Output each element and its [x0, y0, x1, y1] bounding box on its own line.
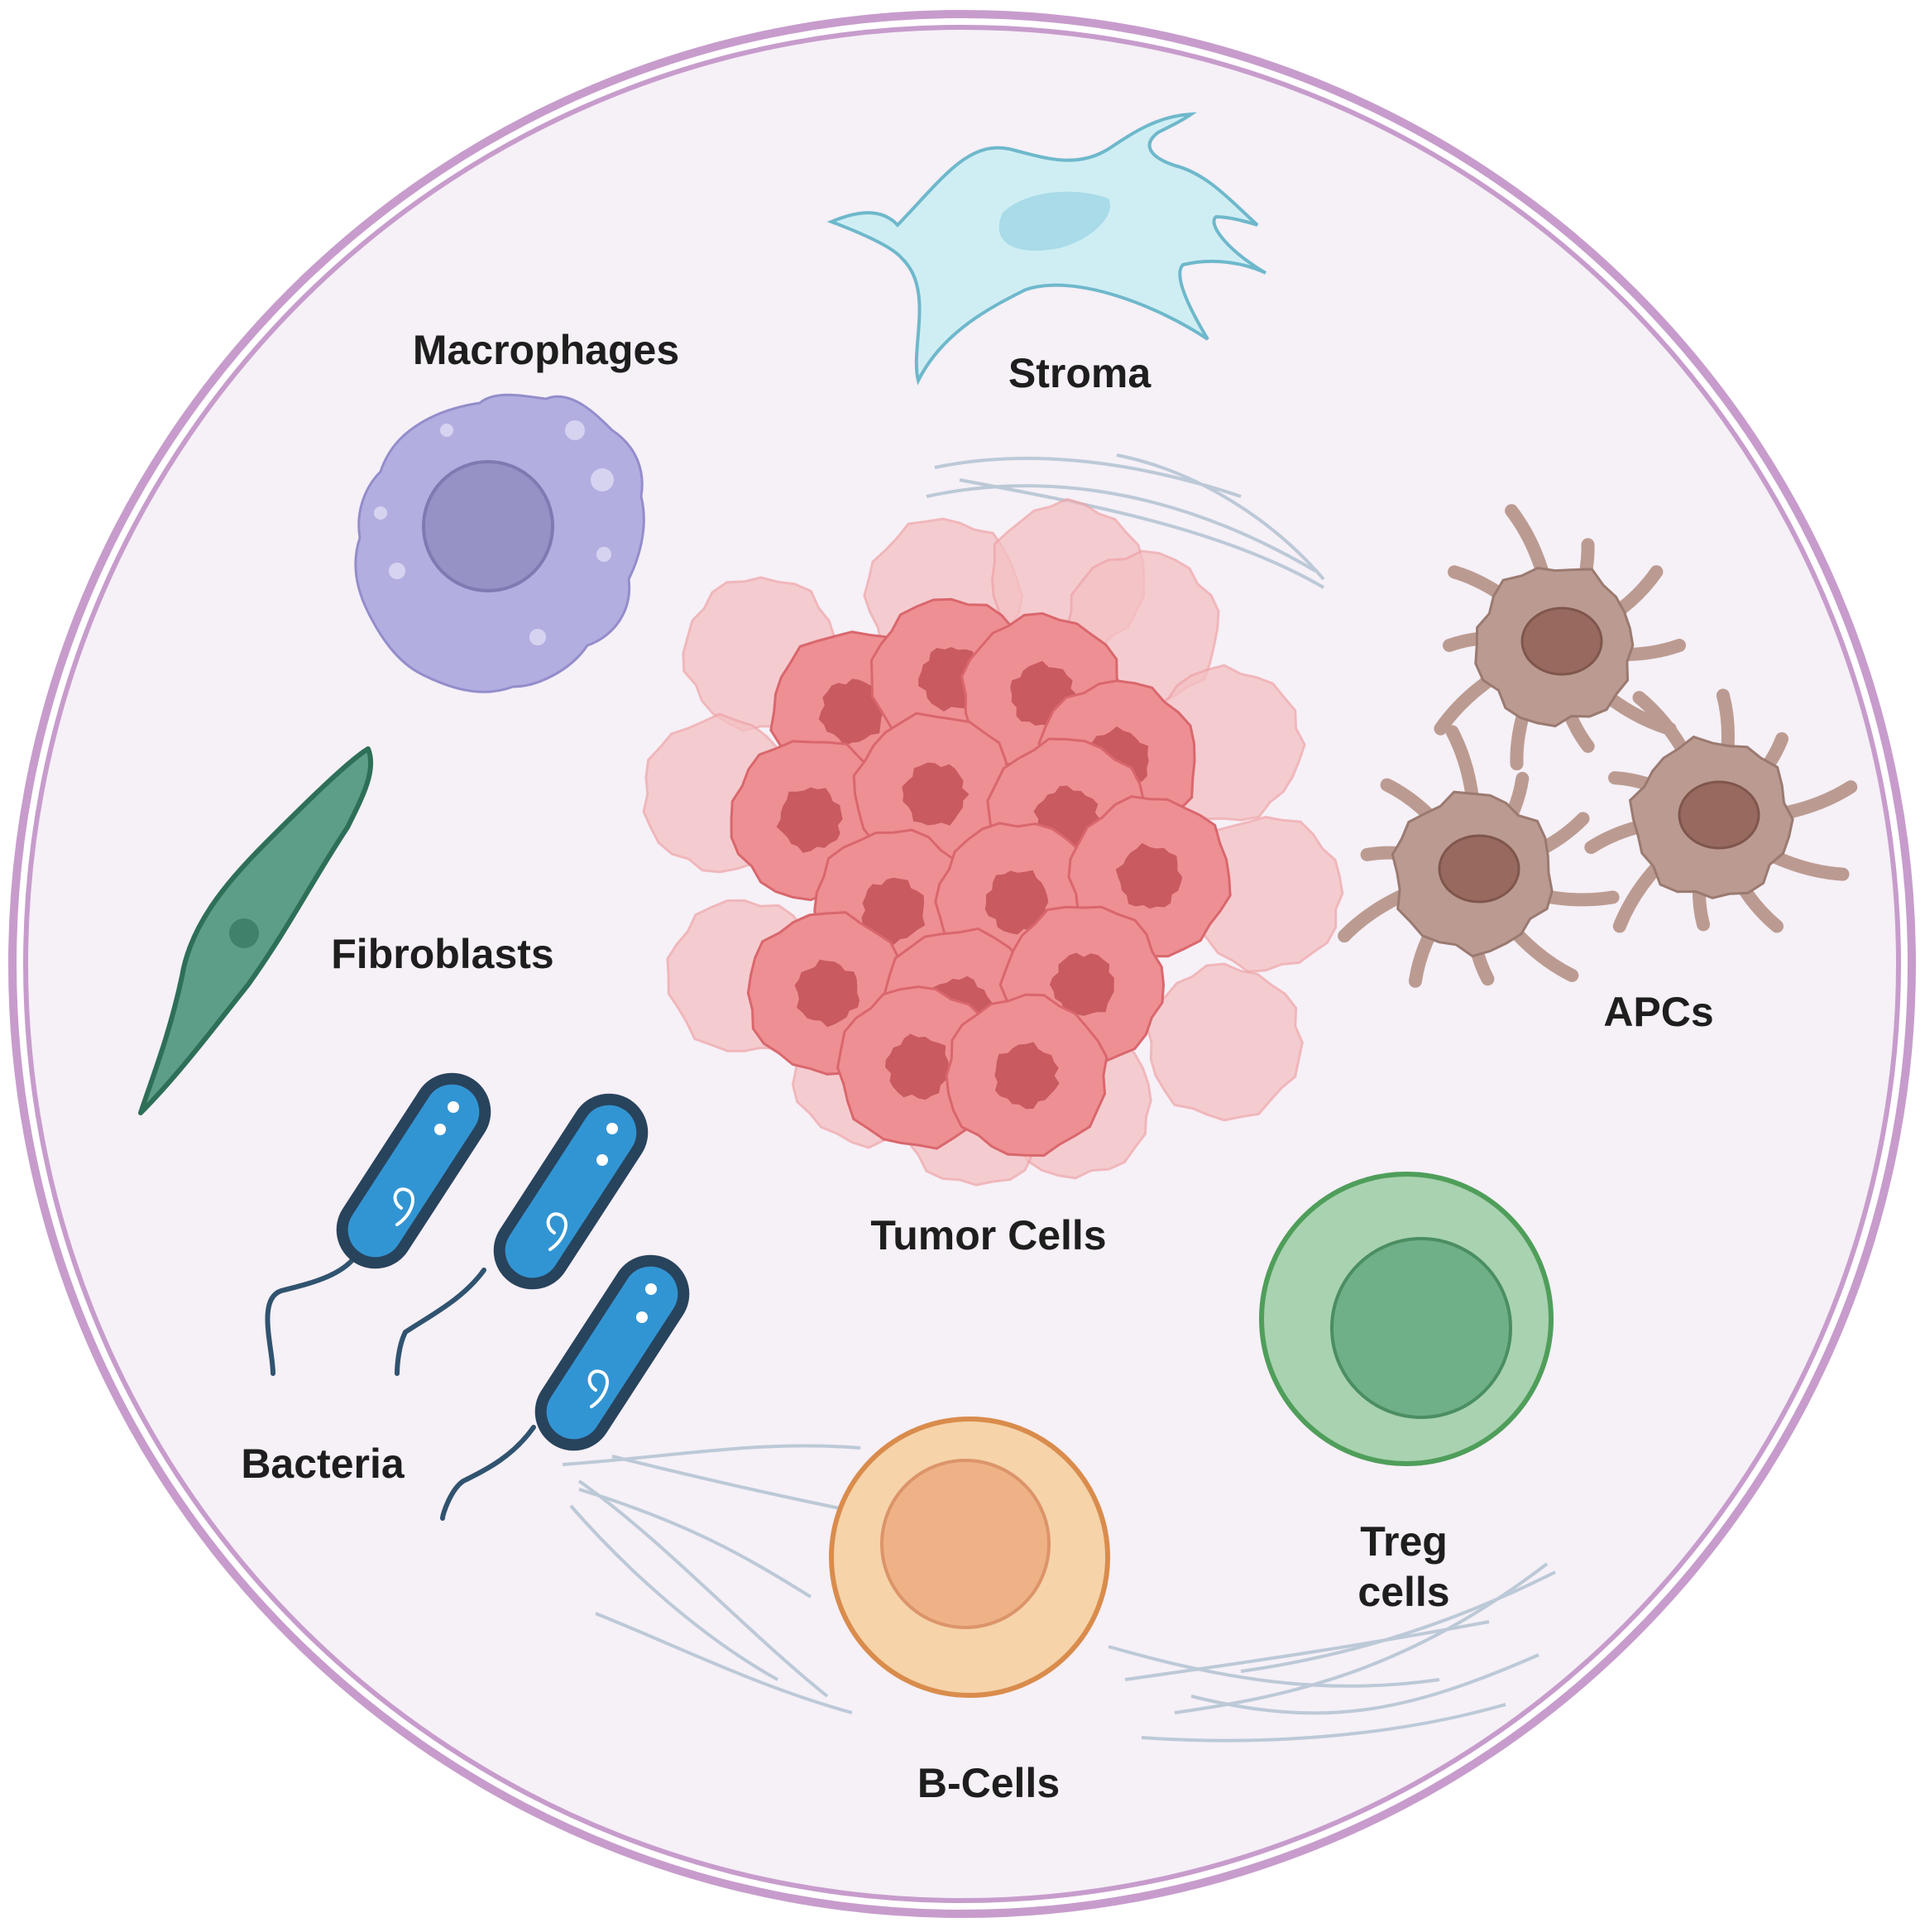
tumor-cell-cluster	[642, 497, 1344, 1187]
label-treg-line-2: cells	[1358, 1569, 1450, 1615]
treg-cell	[1259, 1172, 1554, 1466]
apc-cell	[1434, 504, 1686, 771]
fibroblast-cell	[138, 746, 374, 1115]
label-treg-line-1: Treg	[1360, 1518, 1448, 1565]
macrophage-cell	[354, 393, 645, 693]
apc-cells	[1338, 504, 1858, 988]
label-stroma: Stroma	[1008, 350, 1152, 396]
label-bacteria: Bacteria	[241, 1441, 405, 1487]
bacterium-1	[265, 1072, 491, 1376]
label-b-cells: B-Cells	[917, 1760, 1061, 1806]
bacterium-2	[395, 1093, 649, 1376]
stroma-cell	[826, 112, 1267, 386]
bacterium-3	[440, 1254, 690, 1521]
label-macrophages: Macrophages	[412, 327, 680, 373]
label-tumor-cells: Tumor Cells	[870, 1212, 1107, 1258]
ecm-fibers	[562, 453, 1556, 1743]
label-apcs: APCs	[1603, 989, 1714, 1035]
b-cell	[829, 1417, 1110, 1698]
label-fibroblasts: Fibroblasts	[331, 931, 554, 977]
apc-cell	[1584, 688, 1858, 933]
tumor-cell-outer	[1145, 962, 1304, 1122]
bacteria-group	[265, 1072, 690, 1521]
tumor-cell	[945, 993, 1109, 1158]
apc-cell	[1338, 725, 1620, 988]
